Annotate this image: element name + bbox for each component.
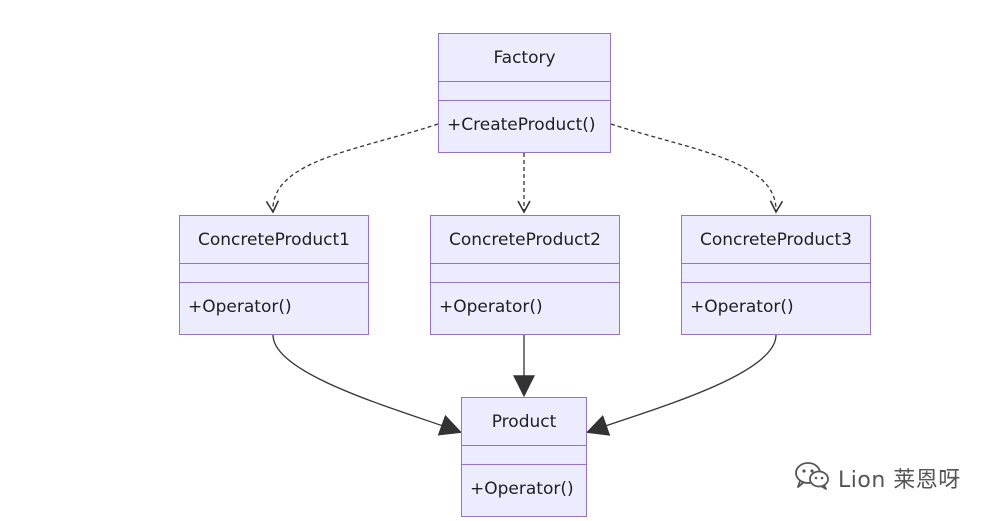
class-attributes	[682, 264, 870, 283]
class-attributes	[462, 446, 586, 465]
class-method: +Operator()	[439, 297, 543, 317]
class-concrete-product-3: ConcreteProduct3 +Operator()	[681, 215, 871, 335]
class-name: ConcreteProduct3	[682, 216, 870, 264]
class-method: +Operator()	[188, 297, 292, 317]
edge-factory-to-product1	[265, 123, 439, 214]
class-concrete-product-1: ConcreteProduct1 +Operator()	[179, 215, 369, 335]
class-name: Factory	[439, 34, 610, 82]
class-factory: Factory +CreateProduct()	[438, 33, 611, 153]
watermark: Lion 莱恩呀	[794, 461, 961, 495]
wechat-icon	[794, 461, 830, 495]
class-method: +Operator()	[690, 297, 794, 317]
class-attributes	[431, 264, 619, 283]
class-name: Product	[462, 398, 586, 446]
class-method: +CreateProduct()	[447, 115, 596, 135]
class-name: ConcreteProduct1	[180, 216, 368, 264]
class-attributes	[439, 82, 610, 101]
class-method: +Operator()	[470, 479, 574, 499]
edge-product3-to-product	[585, 334, 777, 436]
class-attributes	[180, 264, 368, 283]
class-concrete-product-2: ConcreteProduct2 +Operator()	[430, 215, 620, 335]
class-product: Product +Operator()	[461, 397, 587, 517]
edge-product1-to-product	[272, 334, 463, 436]
edge-factory-to-product3	[610, 123, 784, 214]
class-name: ConcreteProduct2	[431, 216, 619, 264]
watermark-text: Lion 莱恩呀	[838, 468, 961, 493]
